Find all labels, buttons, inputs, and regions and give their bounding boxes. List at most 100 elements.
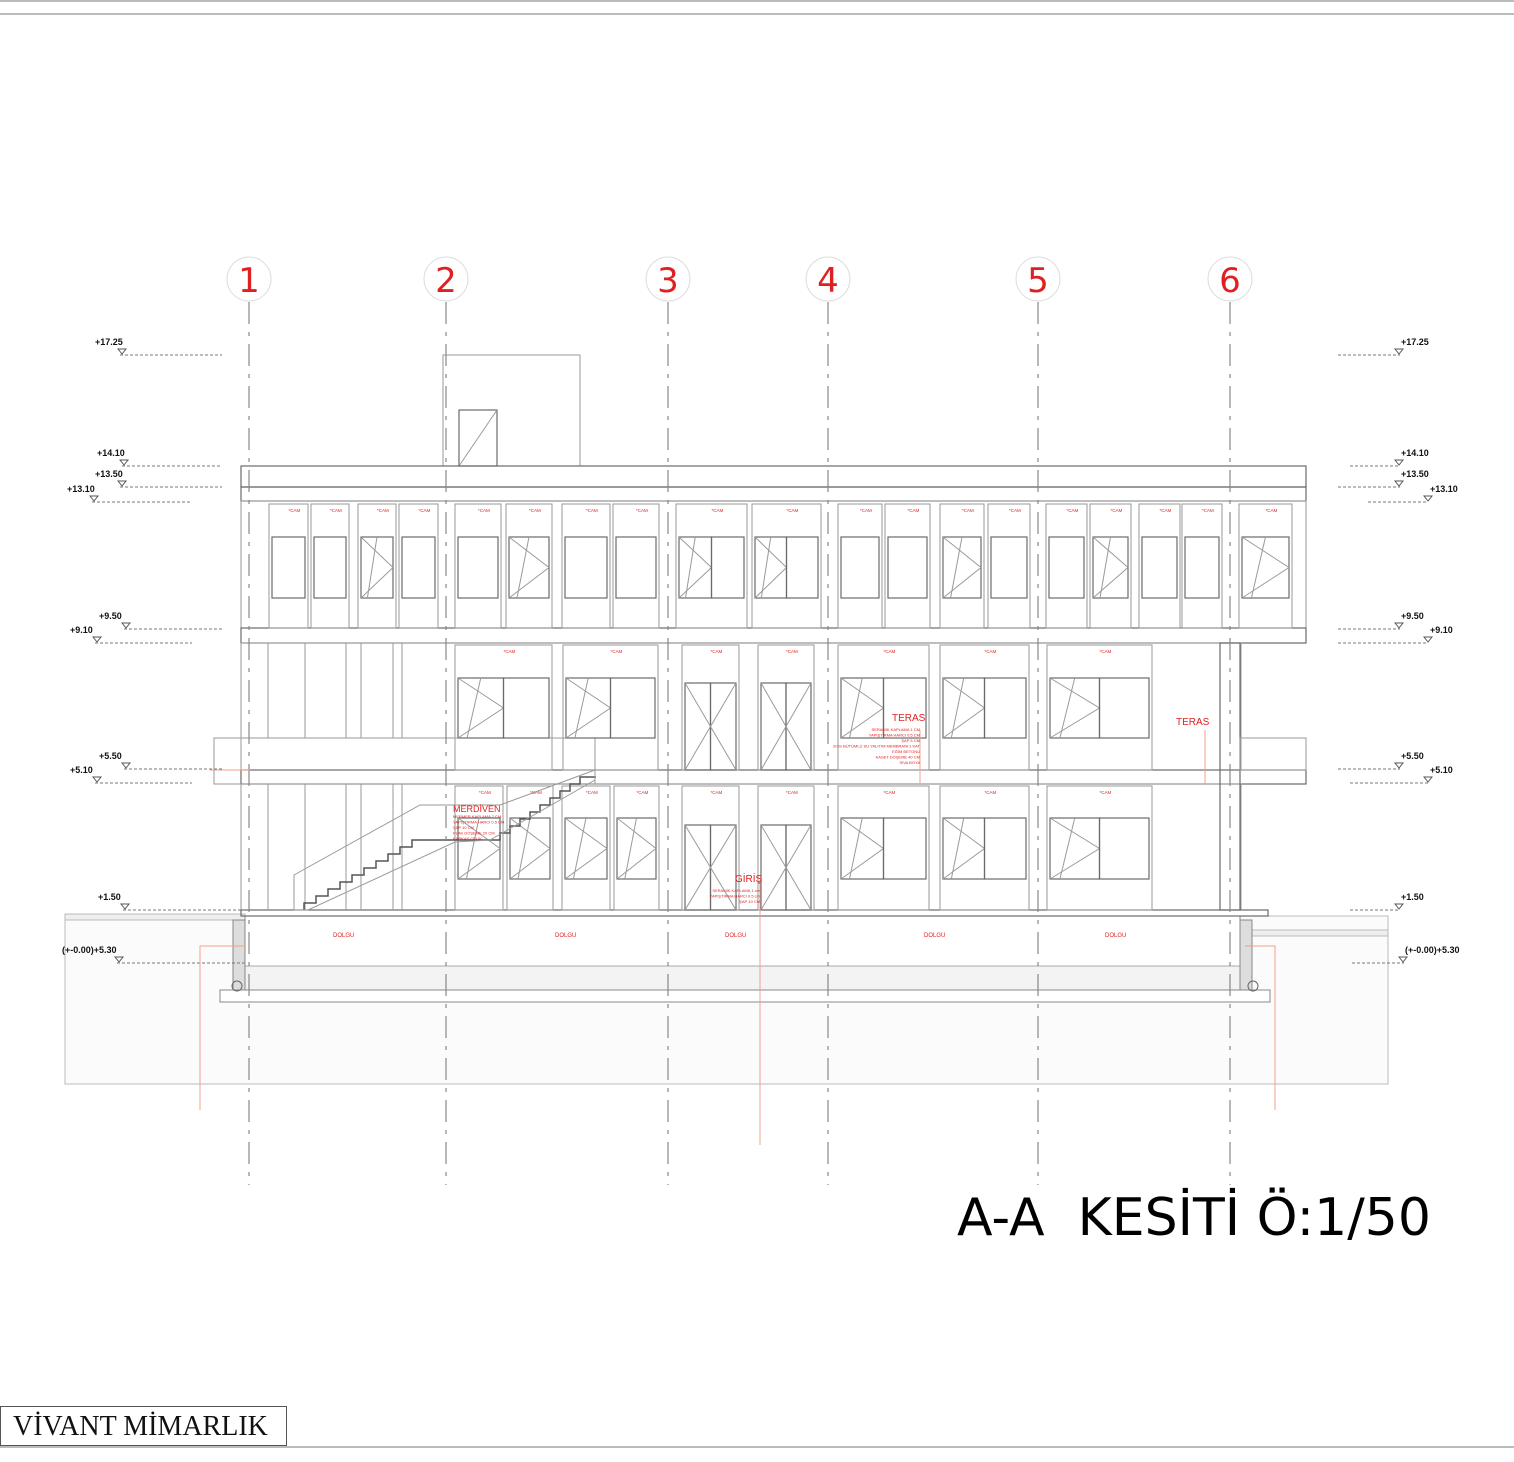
window-pane [942, 817, 986, 880]
window-frame [561, 503, 611, 629]
window-frame [939, 785, 1030, 911]
cam-label: *CAM [962, 508, 974, 513]
window-pane [942, 677, 986, 739]
level-marker-left: +5.10 [70, 765, 93, 775]
level-marker-right: +14.10 [1401, 448, 1429, 458]
cam-label: *CAM [1111, 508, 1123, 513]
level-marker-left: +1.50 [98, 892, 121, 902]
level-marker-left: +14.10 [97, 448, 125, 458]
cam-label: *CAM [908, 508, 920, 513]
cam-label: *CAM [1202, 508, 1214, 513]
cam-label: *CAM [611, 649, 623, 654]
grid-bubble [645, 256, 691, 302]
window-pane [983, 817, 1027, 880]
cam-label: *CAM [1067, 508, 1079, 513]
window-frame [398, 503, 439, 629]
cam-label: *CAM [289, 508, 301, 513]
window-frame [1089, 503, 1132, 629]
roof-parapet [240, 465, 1307, 488]
drain-pipe [231, 980, 243, 992]
grid-axis-label: 3 [657, 261, 679, 301]
cam-label: *CAM [478, 508, 490, 513]
window-pane [754, 536, 788, 599]
window-frame [751, 503, 822, 629]
material-note: YAPIŞTIRMA HARCI 0.5 CM [453, 820, 504, 825]
window-frame [939, 503, 985, 629]
cam-label: *CAM [786, 790, 798, 795]
window-pane [564, 536, 608, 599]
level-triangle-icon [118, 459, 130, 466]
cam-label: *CAM [1266, 508, 1278, 513]
level-triangle-icon [1393, 762, 1405, 769]
window-frame [1238, 503, 1293, 629]
material-note: SIVA BOYA [899, 760, 920, 765]
level-triangle-icon [113, 956, 125, 963]
window-pane [1098, 817, 1150, 880]
level-marker-left: (+-0.00)+5.30 [62, 945, 117, 955]
window-pane [1048, 536, 1085, 599]
level-marker-left: +17.25 [95, 337, 123, 347]
window-frame [1046, 785, 1153, 911]
cam-label: *CAM [1100, 790, 1112, 795]
grid-bubble [423, 256, 469, 302]
cam-label: *CAM [787, 508, 799, 513]
cam-label: *CAM [985, 790, 997, 795]
window-pane [942, 536, 982, 599]
cam-label: *CAM [860, 508, 872, 513]
window-frame [454, 785, 504, 911]
cam-label: *CAM [529, 508, 541, 513]
level-triangle-icon [1393, 903, 1405, 910]
window-frame [939, 644, 1030, 771]
grid-axis-label: 2 [435, 261, 457, 301]
cam-label: *CAM [786, 649, 798, 654]
window-frame [562, 644, 659, 771]
level-triangle-icon [120, 762, 132, 769]
slab-ground [240, 909, 1269, 917]
level-marker-right: +5.50 [1401, 751, 1424, 761]
cam-label: *CAM [636, 508, 648, 513]
window-frame [987, 503, 1031, 629]
window-pane [401, 536, 436, 599]
level-marker-right: +5.10 [1430, 765, 1453, 775]
window-pane [1184, 536, 1220, 599]
cam-label: *CAM [586, 508, 598, 513]
material-note: ŞAP 10 CM [453, 825, 474, 830]
window-frame [1045, 503, 1088, 629]
level-triangle-icon [1422, 495, 1434, 502]
level-marker-left: +9.10 [70, 625, 93, 635]
level-triangle-icon [1397, 956, 1409, 963]
label-teras-2: TERAS [1176, 717, 1210, 728]
window-pane [609, 677, 656, 739]
window-pane [678, 536, 713, 599]
window-pane [882, 817, 927, 880]
window-frame [268, 503, 309, 629]
window-pane [1141, 536, 1178, 599]
cam-label: *CAM [711, 649, 723, 654]
grid-bubble [226, 256, 272, 302]
level-marker-left: +9.50 [99, 611, 122, 621]
level-triangle-icon [88, 495, 100, 502]
level-marker-right: +17.25 [1401, 337, 1429, 347]
material-note: SERAMİK KAPLAMA 1 CM [872, 727, 920, 732]
window-pane [509, 817, 551, 880]
window-pane [887, 536, 928, 599]
cam-label: *CAM [1100, 649, 1112, 654]
window-pane [709, 682, 737, 771]
slab-2 [240, 769, 1307, 785]
staircase [293, 769, 596, 911]
cam-label: *CAM [711, 790, 723, 795]
grid-axis-label: 5 [1027, 261, 1049, 301]
level-marker-right: (+-0.00)+5.30 [1405, 945, 1460, 955]
window-pane [684, 824, 712, 911]
level-triangle-icon [91, 636, 103, 643]
label-dolgu-1: DOLGU [333, 933, 354, 939]
window-frame [837, 785, 930, 911]
level-marker-right: +13.50 [1401, 469, 1429, 479]
label-dolgu-5: DOLGU [1105, 933, 1126, 939]
window-pane [840, 536, 880, 599]
material-note: ŞAP 5 CM [901, 738, 920, 743]
level-triangle-icon [1393, 459, 1405, 466]
label-merdiven: MERDİVEN [453, 804, 501, 814]
grid-bubble [1015, 256, 1061, 302]
